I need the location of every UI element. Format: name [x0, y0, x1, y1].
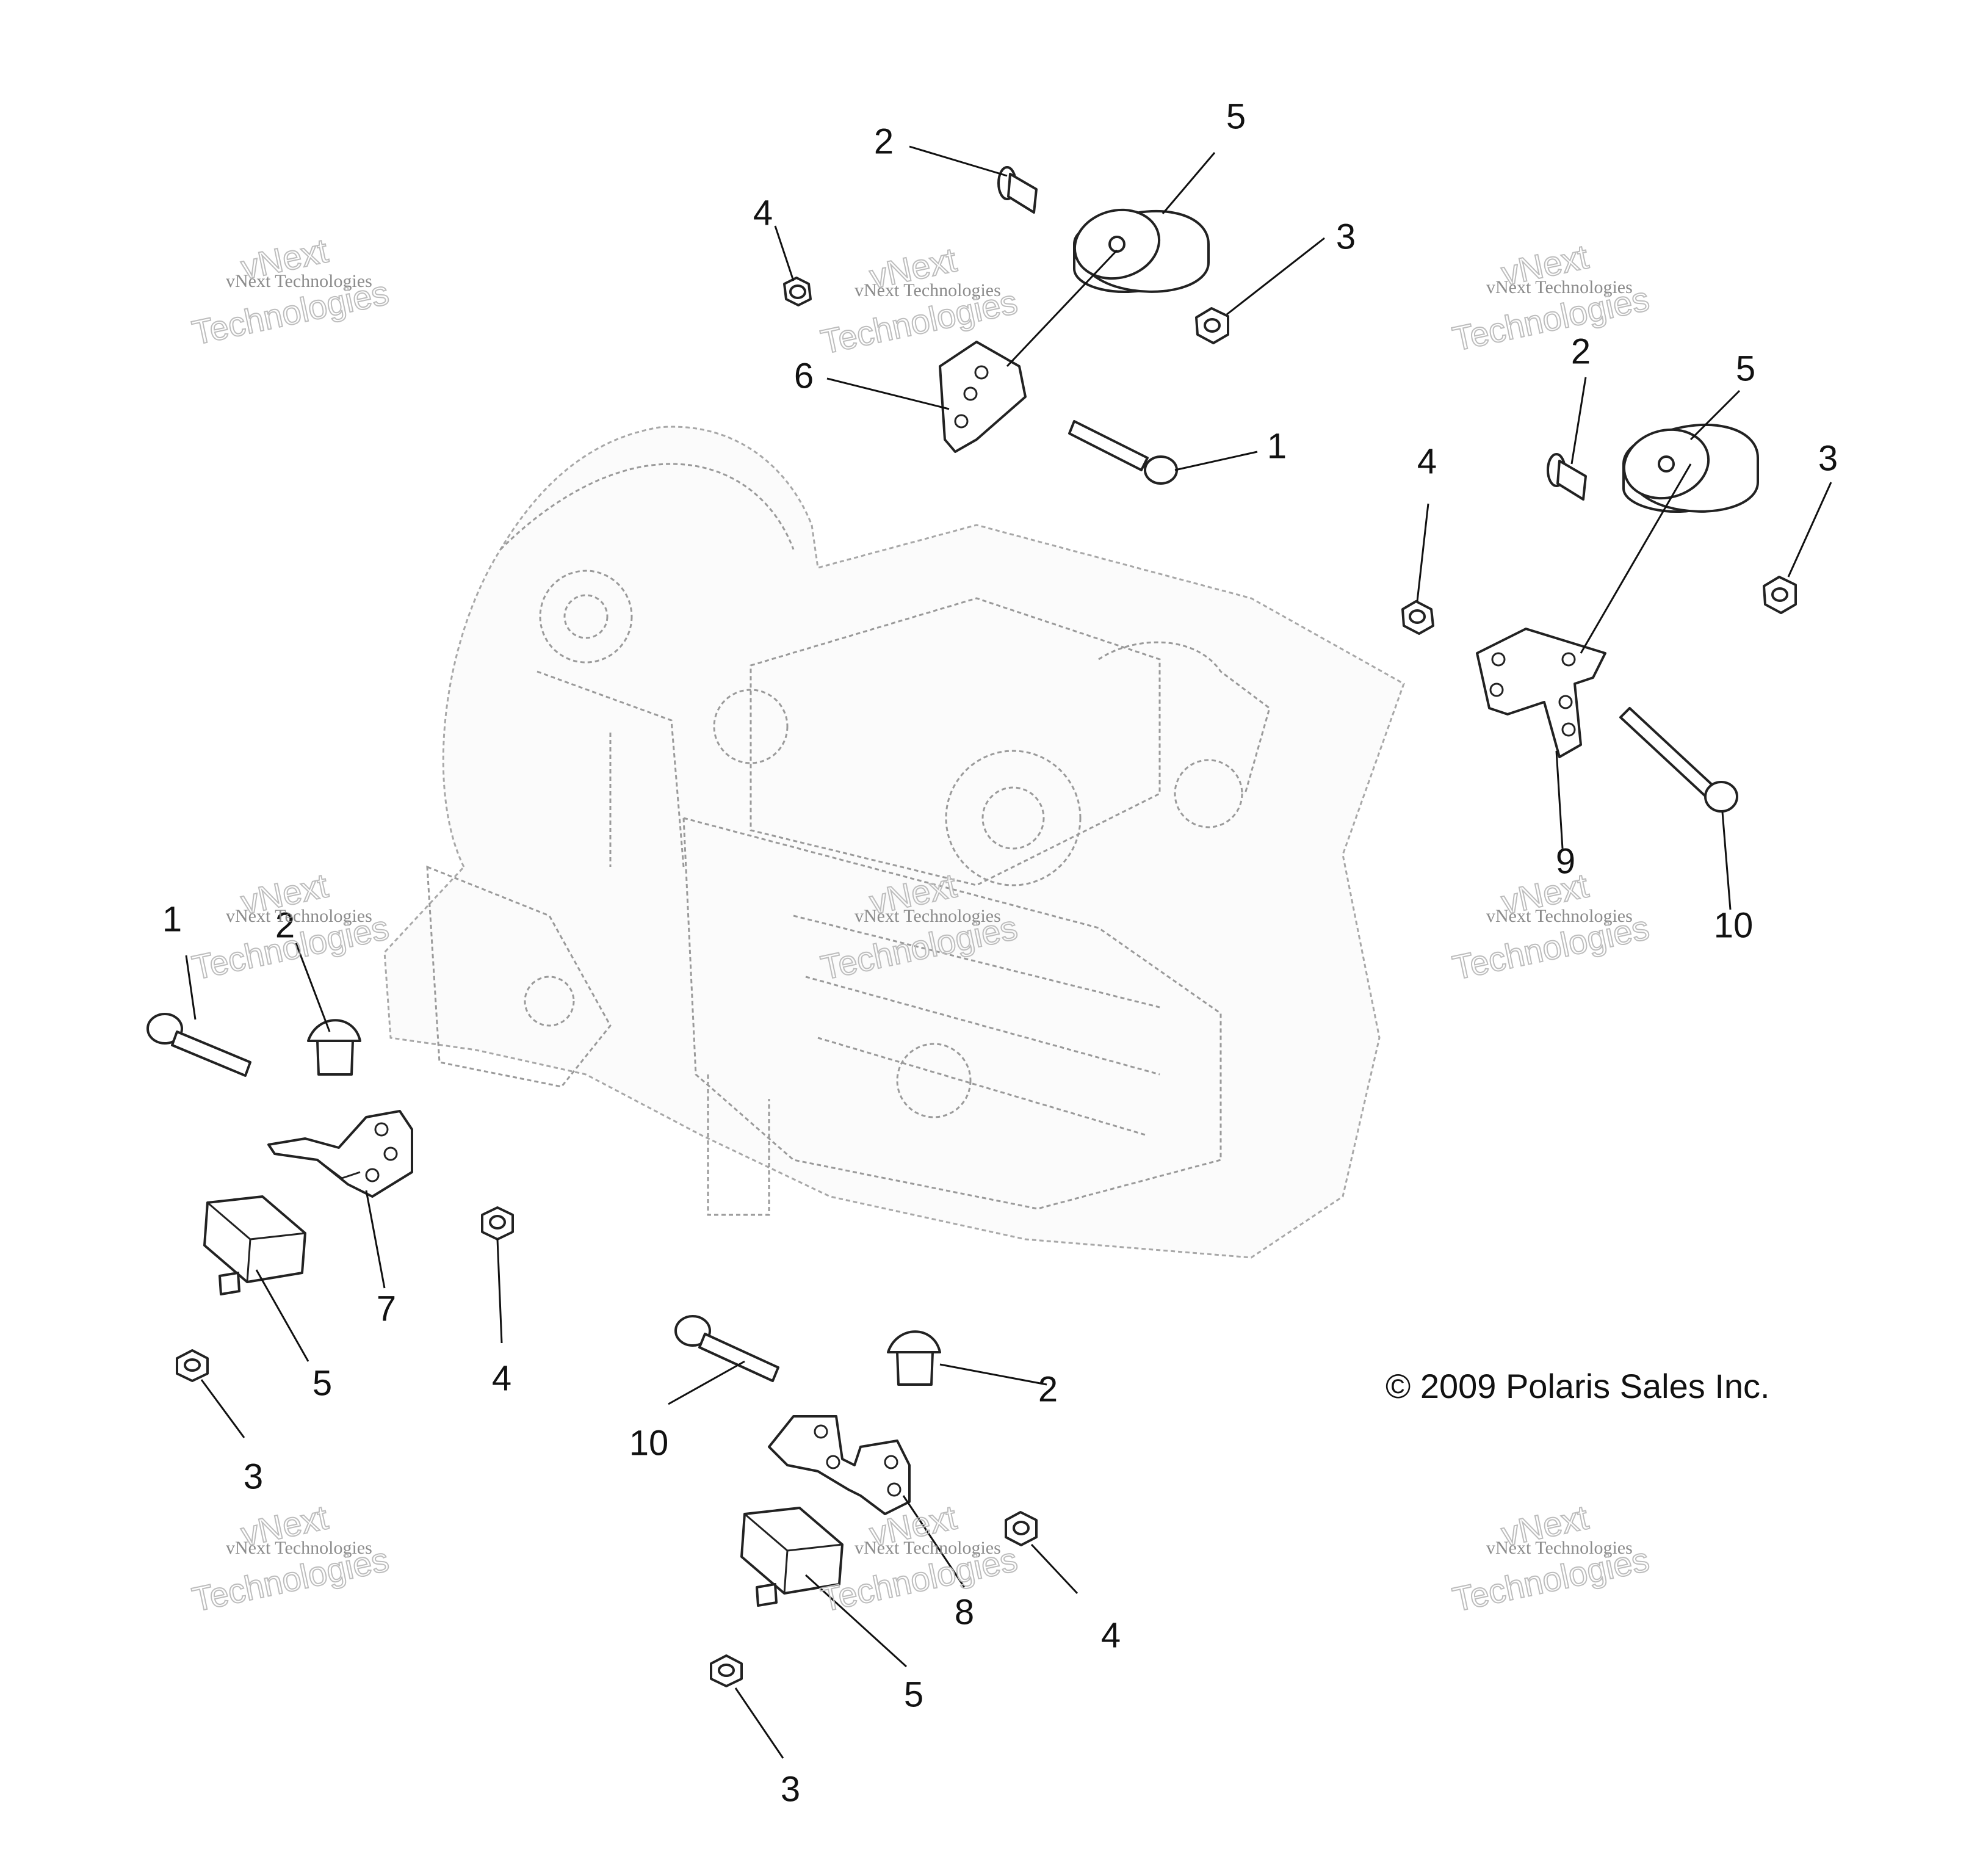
flange-bolt-right: [1619, 707, 1738, 813]
copyright-text: © 2009 Polaris Sales Inc.: [1386, 1367, 1770, 1405]
flange-bolt-left: [146, 1013, 251, 1077]
callout-bottom-10: 10: [629, 1423, 669, 1463]
rubber-isolator-top: [1073, 208, 1210, 294]
callout-top-2: 2: [874, 121, 894, 161]
lock-nut-left: [176, 1349, 209, 1382]
watermark-8: vNext Technologies vNext Technologies: [817, 1497, 1021, 1619]
svg-text:vNext Technologies: vNext Technologies: [1486, 906, 1633, 926]
callout-right-10: 10: [1714, 905, 1754, 945]
carriage-bolt-bottom: [887, 1330, 941, 1386]
mount-bracket-8: [768, 1415, 911, 1515]
callout-bottom-4: 4: [1101, 1615, 1121, 1655]
carriage-bolt-left: [307, 1019, 361, 1076]
callout-top-5: 5: [1226, 96, 1246, 136]
flange-nut-top-left: [783, 277, 812, 306]
rubber-isolator-left: [203, 1195, 306, 1295]
lock-nut-top-right: [1195, 307, 1229, 344]
svg-text:vNext Technologies: vNext Technologies: [854, 280, 1001, 300]
engine-assembly: [383, 426, 1405, 1259]
callout-left-4: 4: [492, 1358, 511, 1398]
rubber-isolator-right: [1622, 423, 1759, 513]
callout-left-5: 5: [313, 1363, 332, 1403]
callout-right-9: 9: [1556, 841, 1575, 881]
mount-group-bottom: 10 2 8 4 5 3: [629, 1315, 1121, 1809]
watermark-2: vNext Technologies vNext Technologies: [817, 239, 1021, 361]
callout-left-3: 3: [244, 1457, 263, 1496]
lock-nut-right: [1763, 576, 1797, 614]
flange-bolt-top: [1068, 420, 1178, 485]
svg-text:vNext Technologies: vNext Technologies: [226, 1538, 372, 1558]
svg-text:vNext Technologies: vNext Technologies: [1486, 1538, 1633, 1558]
flange-nut-right: [1401, 600, 1434, 635]
callout-left-7: 7: [377, 1289, 396, 1328]
callout-left-2: 2: [275, 905, 295, 945]
callout-top-6: 6: [794, 356, 814, 396]
flange-nut-bottom: [1005, 1511, 1038, 1546]
callout-bottom-3: 3: [781, 1769, 800, 1809]
watermark-7: vNext Technologies vNext Technologies: [188, 1497, 392, 1619]
svg-text:vNext Technologies: vNext Technologies: [1486, 277, 1633, 297]
svg-text:vNext Technologies: vNext Technologies: [226, 906, 372, 926]
callout-right-4: 4: [1417, 441, 1437, 481]
callout-top-1: 1: [1267, 426, 1287, 466]
callout-bottom-8: 8: [955, 1592, 974, 1632]
svg-text:vNext Technologies: vNext Technologies: [854, 1538, 1001, 1558]
svg-text:vNext Technologies: vNext Technologies: [226, 271, 372, 291]
watermark-3: vNext Technologies vNext Technologies: [1448, 236, 1653, 358]
watermark-6: vNext Technologies vNext Technologies: [1448, 865, 1653, 987]
callout-right-5: 5: [1736, 349, 1755, 388]
mount-bracket-7: [267, 1110, 413, 1198]
callout-bottom-2: 2: [1038, 1369, 1058, 1409]
mount-bracket-6: [939, 341, 1027, 453]
callout-right-3: 3: [1818, 438, 1838, 478]
carriage-bolt-right: [1547, 453, 1587, 501]
mount-bracket-9: [1476, 628, 1606, 758]
rubber-isolator-bottom: [740, 1507, 844, 1607]
callout-bottom-5: 5: [904, 1675, 923, 1714]
callout-left-1: 1: [162, 899, 182, 939]
flange-nut-left: [481, 1206, 514, 1240]
callout-right-2: 2: [1571, 331, 1591, 371]
callout-top-4: 4: [753, 193, 773, 233]
watermark-1: vNext Technologies vNext Technologies: [188, 230, 392, 352]
watermark-9: vNext Technologies vNext Technologies: [1448, 1497, 1653, 1619]
lock-nut-bottom: [710, 1654, 743, 1687]
mount-group-left: 1 2 7 5 4 3: [146, 899, 514, 1496]
mount-group-right: 2 5 4 3 9 10: [1401, 331, 1838, 945]
mount-group-top: 2 5 4 3 6 1: [753, 96, 1356, 485]
svg-text:vNext Technologies: vNext Technologies: [854, 906, 1001, 926]
callout-top-3: 3: [1336, 217, 1356, 256]
flange-bolt-bottom: [674, 1315, 779, 1382]
